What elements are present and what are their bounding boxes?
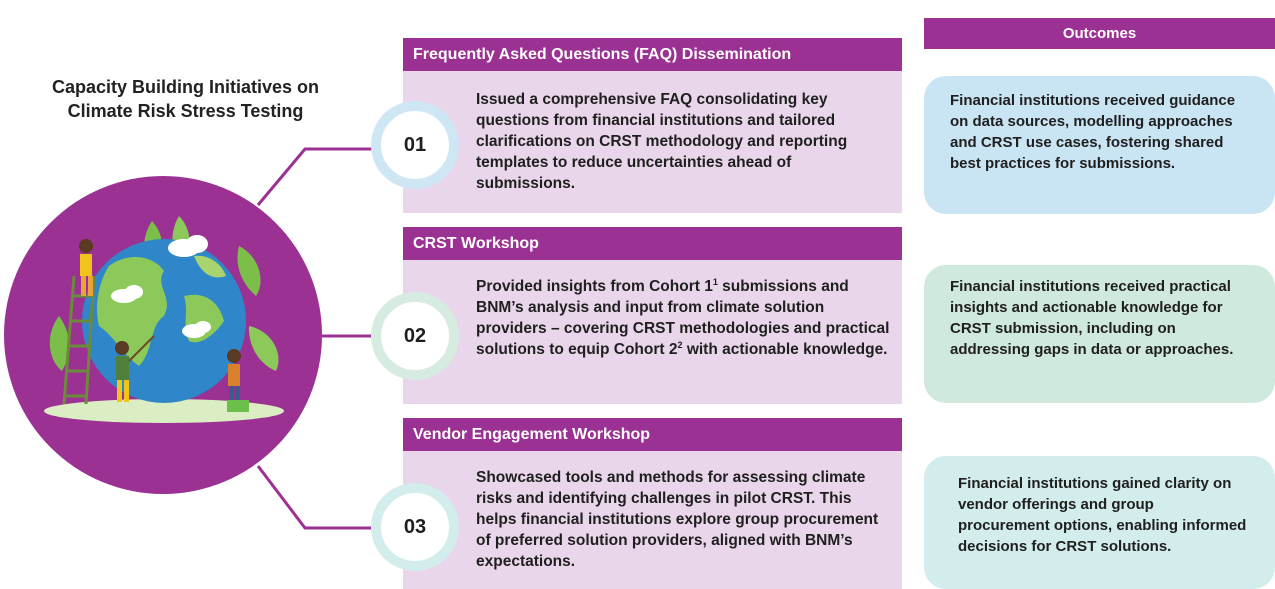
page-title: Capacity Building Initiatives on Climate… <box>51 77 320 121</box>
outcome-box-03 <box>924 456 1275 589</box>
continent <box>194 255 226 278</box>
number-badge-01: 01 <box>371 101 459 189</box>
initiative-body-03 <box>403 451 902 589</box>
footnote-marker: 2 <box>677 339 683 350</box>
continent <box>97 256 167 366</box>
initiative-heading-03: Vendor Engagement Workshop <box>403 418 902 451</box>
outcome-text-02: Financial institutions received practica… <box>950 278 1234 358</box>
number-badge-03: 03 <box>371 483 459 571</box>
cloud-icon <box>111 285 143 303</box>
connector-line-01 <box>256 147 387 206</box>
initiative-heading-02: CRST Workshop <box>403 227 902 260</box>
outcomes-header: Outcomes <box>924 18 1275 49</box>
initiative-body-01 <box>403 71 902 213</box>
text-segment: with actionable knowledge. <box>682 341 888 358</box>
globe-illustration <box>4 176 322 494</box>
leaf-icon <box>49 316 70 371</box>
outcome-text-03: Financial institutions gained clarity on… <box>958 475 1247 555</box>
person-with-rake-icon <box>115 335 155 402</box>
initiative-text-01: Issued a comprehensive FAQ consolidating… <box>476 91 848 192</box>
ground-shadow <box>44 399 284 423</box>
leaf-icon <box>248 326 279 371</box>
initiative-heading-01: Frequently Asked Questions (FAQ) Dissemi… <box>403 38 902 71</box>
outcome-box-01 <box>924 76 1275 214</box>
number-badge-02: 02 <box>371 292 459 380</box>
cloud-icon <box>168 235 208 257</box>
outcome-text-01: Financial institutions received guidance… <box>950 92 1236 172</box>
text-segment: submissions and BNM’s analysis and input… <box>476 278 890 358</box>
footnote-marker: 1 <box>712 276 718 287</box>
person-on-ladder-icon <box>79 239 93 296</box>
leaf-icon <box>237 246 261 296</box>
initiative-text-03: Showcased tools and methods for assessin… <box>476 469 879 570</box>
initiative-body-02 <box>403 260 902 404</box>
connector-line-03 <box>256 465 387 530</box>
cloud-icon <box>182 321 211 338</box>
initiative-text-02: Provided insights from Cohort 11 submiss… <box>476 276 891 360</box>
person-with-plant-icon <box>227 349 249 412</box>
ladder-icon <box>62 275 96 405</box>
outcome-box-02 <box>924 265 1275 403</box>
text-segment: Provided insights from Cohort 1 <box>476 278 713 295</box>
